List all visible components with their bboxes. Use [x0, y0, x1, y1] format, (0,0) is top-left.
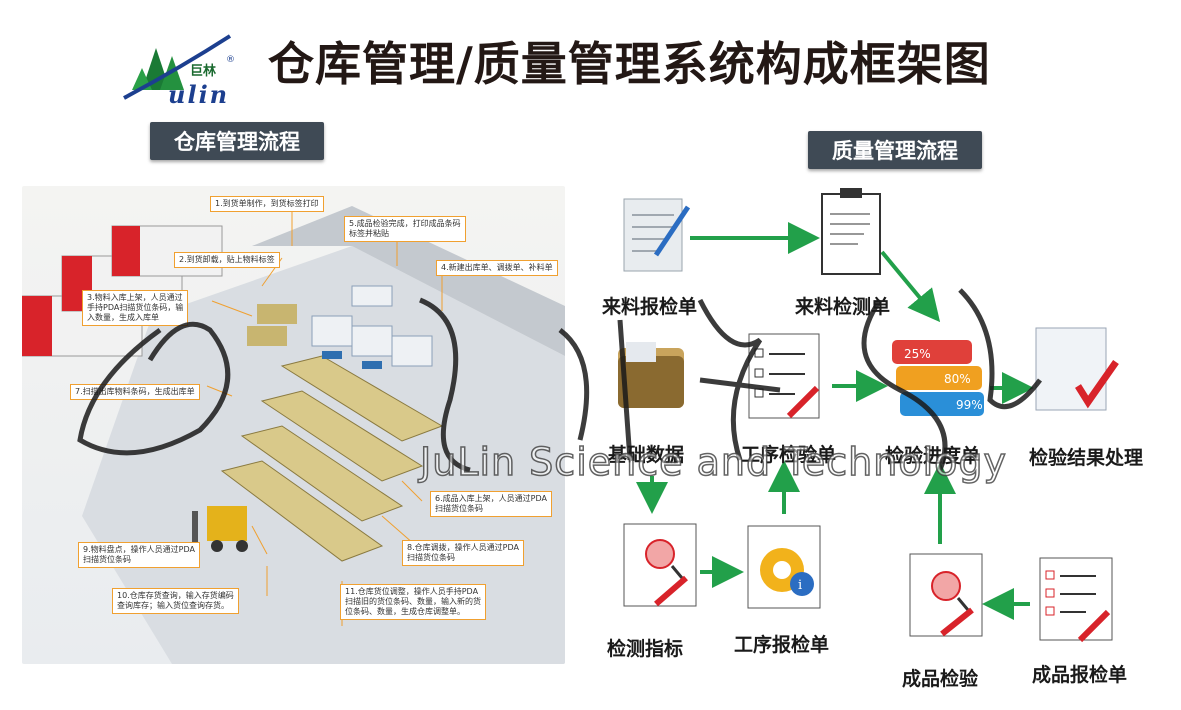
warehouse-step-11: 11.仓库货位调整，操作人员手持PDA 扫描旧的货位条码、数量，输入新的货 位条…: [340, 584, 486, 620]
test-indicators-label: 检测指标: [607, 638, 684, 660]
progress-badge-80: 80%: [944, 372, 971, 386]
warehouse-illustration: 1.到货单制作，到货标签打印 2.到货卸载，贴上物料标签 3.物料入库上架，人员…: [22, 186, 565, 664]
process-report-label: 工序报检单: [734, 634, 830, 656]
basic-data-icon: [618, 342, 684, 408]
warehouse-step-4: 4.新建出库单、调拨单、补料单: [436, 260, 558, 276]
forklift-graphic: [192, 506, 248, 552]
svg-text:®: ®: [226, 55, 235, 65]
result-processing-label: 检验结果处理: [1029, 447, 1144, 469]
logo-trees-icon: ®: [123, 34, 235, 100]
product-report-label: 成品报检单: [1032, 664, 1128, 686]
svg-text:i: i: [798, 578, 802, 593]
warehouse-flow-heading: 仓库管理流程: [150, 122, 324, 160]
warehouse-step-6: 6.成品入库上架，人员通过PDA 扫描货位条码: [430, 491, 552, 517]
logo-chinese-name: 巨林: [190, 64, 217, 79]
product-inspection-label: 成品检验: [902, 668, 979, 690]
quality-flow-heading: 质量管理流程: [808, 131, 982, 169]
warehouse-step-8: 8.仓库调拨，操作人员通过PDA 扫描货位条码: [402, 540, 524, 566]
product-inspection-icon: [909, 553, 983, 637]
warehouse-step-1: 1.到货单制作，到货标签打印: [210, 196, 324, 212]
inspection-progress-icon: 25% 80% 99%: [892, 340, 984, 416]
process-report-icon: i: [747, 525, 821, 609]
progress-badge-99: 99%: [956, 398, 983, 412]
incoming-report-label: 来料报检单: [602, 296, 698, 318]
incoming-report-icon: [623, 198, 691, 272]
test-indicators-icon: [623, 523, 697, 607]
watermark-text: JuLin Science and Technology: [419, 439, 1007, 485]
inspection-progress-label: 检验进度单: [885, 445, 981, 467]
warehouse-step-2: 2.到货卸载，贴上物料标签: [174, 252, 280, 268]
logo-english-name: ulin: [168, 80, 230, 109]
progress-badge-25: 25%: [904, 347, 931, 361]
company-logo: ®: [120, 28, 250, 110]
product-report-icon: [1039, 557, 1113, 643]
warehouse-step-10: 10.仓库存货查询，输入存货编码 查询库存；输入货位查询存货。: [112, 588, 239, 614]
warehouse-step-9: 9.物料盘点，操作人员通过PDA 扫描货位条码: [78, 542, 200, 568]
warehouse-step-3: 3.物料入库上架，人员通过 手持PDA扫描货位条码，输 入数量，生成入库单: [82, 290, 189, 326]
process-inspection-label: 工序检验单: [741, 444, 837, 466]
result-processing-icon: [1035, 327, 1119, 411]
incoming-inspection-label: 来料检测单: [795, 296, 891, 318]
page-title: 仓库管理/质量管理系统构成框架图: [268, 37, 991, 91]
process-inspection-icon: [748, 333, 820, 419]
warehouse-step-5: 5.成品检验完成，打印成品条码 标签并粘贴: [344, 216, 466, 242]
incoming-inspection-icon: [821, 188, 881, 275]
